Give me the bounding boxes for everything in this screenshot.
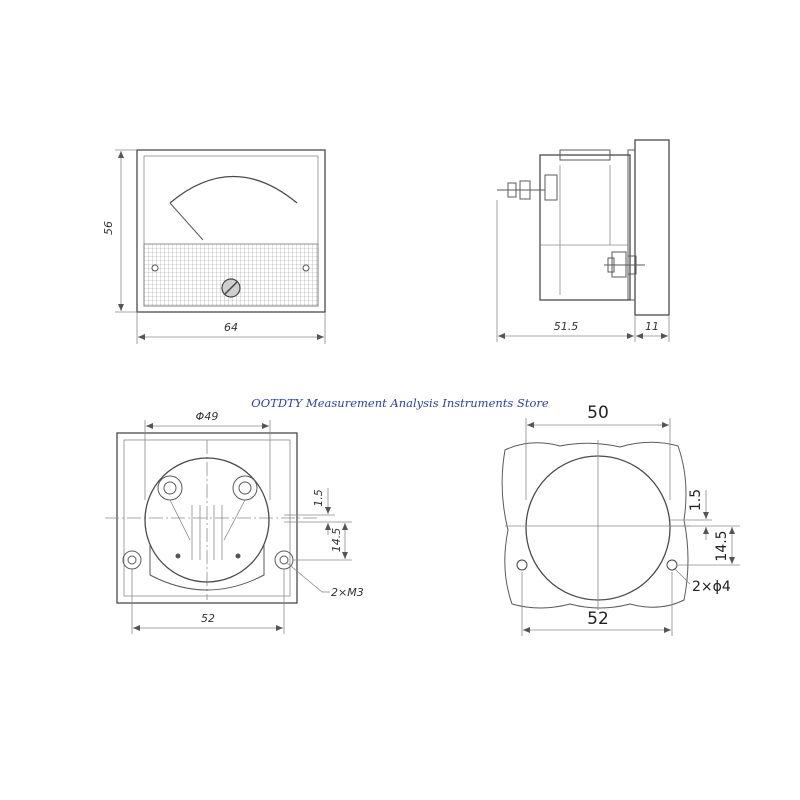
front-flange bbox=[634, 139, 670, 316]
rear-internal-wires bbox=[169, 499, 246, 541]
cutout-offset-top-label: 1.5 bbox=[688, 489, 704, 511]
cutout-diameter-label: 50 bbox=[587, 403, 609, 423]
depth-label: 51.5 bbox=[554, 320, 579, 333]
front-screw-right bbox=[302, 264, 310, 272]
zero-adjust-slot bbox=[224, 281, 238, 295]
front-view: 56 64 bbox=[102, 149, 326, 344]
mount-stud-left bbox=[127, 555, 137, 565]
front-screw-left bbox=[151, 264, 159, 272]
cutout-view: 50 1.5 14.5 2×ϕ4 52 bbox=[501, 403, 740, 636]
rear-body-circle bbox=[144, 457, 270, 583]
rear-hole-spacing-label: 52 bbox=[201, 612, 215, 625]
rear-diameter-label: Φ49 bbox=[196, 410, 219, 423]
rear-terminal-left bbox=[163, 481, 177, 495]
hole-leader bbox=[673, 567, 691, 585]
rear-lower-housing bbox=[149, 545, 265, 591]
cutout-offset-bottom-label: 14.5 bbox=[714, 530, 730, 561]
rear-terminal-right-washer bbox=[232, 475, 258, 501]
screw-leader bbox=[285, 561, 323, 593]
height-label: 56 bbox=[102, 221, 115, 235]
rear-rivet-left bbox=[175, 553, 181, 559]
rear-terminal-block-top bbox=[544, 174, 558, 201]
rear-screw-label: 2×M3 bbox=[331, 586, 364, 599]
store-watermark: OOTDTY Measurement Analysis Instruments … bbox=[251, 396, 549, 410]
rear-rivet-right bbox=[235, 553, 241, 559]
flange-step bbox=[627, 149, 635, 301]
terminal-nut-bottom bbox=[607, 257, 615, 273]
rear-internal-lugs bbox=[191, 505, 223, 560]
mount-stud-left-nut bbox=[122, 550, 142, 570]
meter-body bbox=[539, 154, 631, 301]
rear-terminal-left-washer bbox=[157, 475, 183, 501]
width-label: 64 bbox=[224, 321, 238, 334]
terminal-nut-top bbox=[507, 182, 517, 198]
panel-sheet bbox=[501, 441, 689, 609]
scale-arc bbox=[169, 176, 298, 204]
needle bbox=[169, 202, 204, 241]
cutout-hole-right bbox=[666, 559, 678, 571]
cutout-hole-left bbox=[516, 559, 528, 571]
cutout-hole-label: 2×ϕ4 bbox=[692, 579, 731, 595]
cutout-hole-spacing-label: 52 bbox=[587, 609, 609, 629]
flange-label: 11 bbox=[645, 320, 659, 333]
terminal-washer-top bbox=[519, 180, 531, 200]
front-panel-outline bbox=[136, 149, 326, 313]
rear-terminal-right bbox=[238, 481, 252, 495]
side-view: 51.5 11 bbox=[496, 139, 670, 342]
rear-view: Φ49 1.5 14.5 2×M3 52 bbox=[105, 410, 364, 634]
mount-stud-right bbox=[279, 555, 289, 565]
body-top-cap bbox=[559, 149, 611, 161]
terminal-washer-bottom bbox=[627, 255, 637, 275]
rear-offset-bottom-label: 14.5 bbox=[330, 528, 343, 553]
rear-offset-top-label: 1.5 bbox=[312, 489, 325, 507]
